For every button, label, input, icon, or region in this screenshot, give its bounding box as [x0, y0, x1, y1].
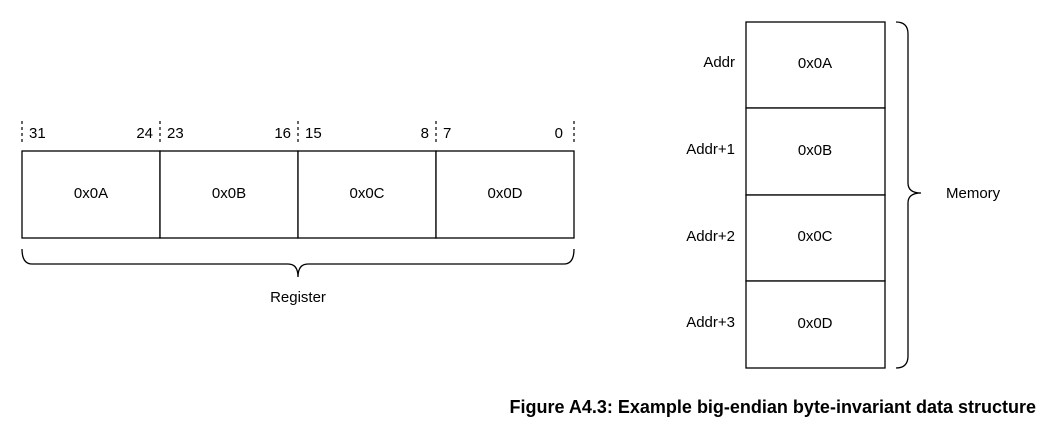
memory-cell	[745, 280, 886, 369]
memory-address: Addr+1	[686, 141, 735, 158]
bit-index-msb: 31	[29, 125, 46, 142]
memory-cell	[745, 21, 886, 109]
register-byte-value: 0x0D	[487, 185, 522, 202]
memory-cell-value: 0x0B	[798, 142, 832, 159]
memory-address: Addr	[703, 54, 735, 71]
register-byte: 31 24 0x0A	[21, 125, 161, 239]
register-byte-value: 0x0A	[74, 185, 108, 202]
memory-brace	[895, 21, 922, 369]
register-byte-value: 0x0C	[349, 185, 384, 202]
bit-index-msb: 23	[167, 125, 184, 142]
figure-caption: Figure A4.3: Example big-endian byte-inv…	[510, 397, 1036, 417]
bit-index-lsb: 0	[555, 125, 563, 142]
register-byte-value: 0x0B	[212, 185, 246, 202]
memory-row: Addr 0x0A	[703, 21, 886, 109]
register-byte: 23 16 0x0B	[159, 125, 299, 239]
register-group: 31 24 0x0A 23 16 0x0B 15 8 0x0C 7 0 0x0D	[21, 121, 575, 306]
register-label: Register	[270, 289, 326, 306]
bit-index-lsb: 16	[274, 125, 291, 142]
memory-cell-value: 0x0A	[798, 55, 832, 72]
memory-row: Addr+2 0x0C	[686, 194, 886, 282]
memory-address: Addr+3	[686, 314, 735, 331]
memory-row: Addr+3 0x0D	[686, 280, 886, 369]
memory-cell-value: 0x0C	[797, 228, 832, 245]
memory-label: Memory	[946, 185, 1001, 202]
memory-address: Addr+2	[686, 228, 735, 245]
register-byte-cell	[297, 150, 437, 239]
memory-cell-value: 0x0D	[797, 315, 832, 332]
memory-row: Addr+1 0x0B	[686, 107, 886, 196]
bit-index-msb: 15	[305, 125, 322, 142]
register-byte: 15 8 0x0C	[297, 125, 437, 239]
bit-index-lsb: 24	[136, 125, 153, 142]
memory-cell	[745, 107, 886, 196]
bit-index-lsb: 8	[421, 125, 429, 142]
bit-index-msb: 7	[443, 125, 451, 142]
register-byte-cell	[435, 150, 575, 239]
register-brace	[21, 248, 575, 278]
register-byte: 7 0 0x0D	[435, 125, 575, 239]
memory-group: Addr 0x0A Addr+1 0x0B Addr+2 0x0C Addr+3…	[686, 21, 1001, 369]
register-byte-cell	[21, 150, 161, 239]
